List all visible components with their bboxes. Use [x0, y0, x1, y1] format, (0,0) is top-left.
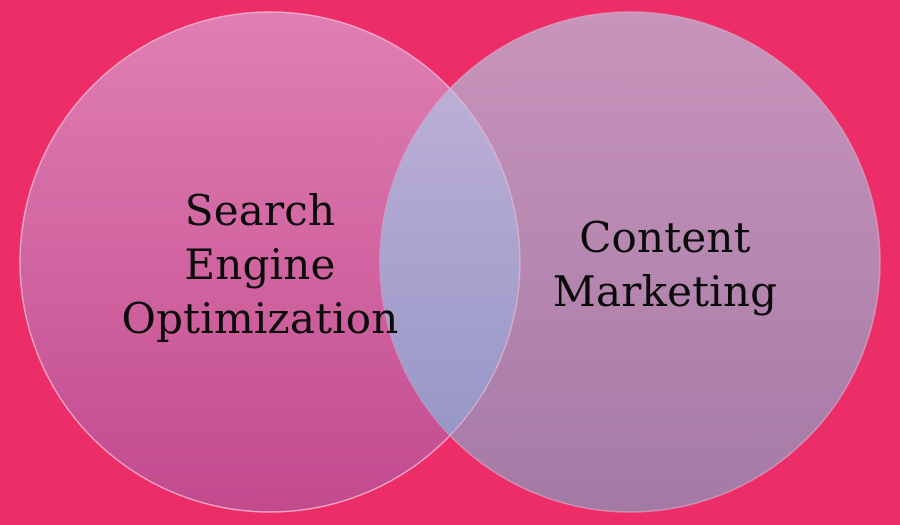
set-label-search-engine-optimization: Search Engine Optimization	[80, 184, 440, 346]
set-label-line: Optimization	[121, 294, 399, 343]
set-label-line: Search	[184, 186, 336, 235]
venn-outline-left	[19, 11, 521, 513]
set-label-line: Engine	[184, 240, 336, 289]
set-label-line: Content	[579, 213, 751, 262]
set-label-line: Marketing	[552, 267, 778, 316]
set-label-content-marketing: Content Marketing	[500, 211, 830, 319]
